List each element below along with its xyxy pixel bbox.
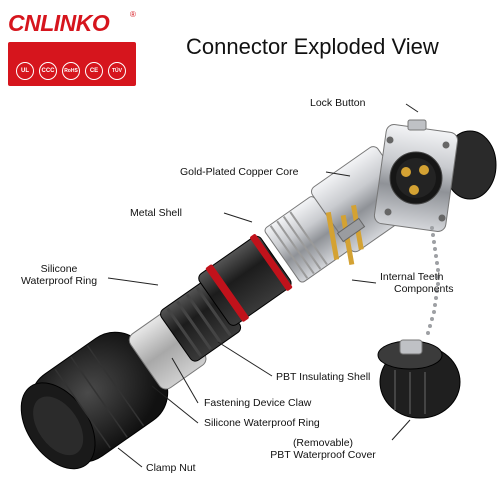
certification-bar: UL CCC RoHS CE TÜV [8,42,136,86]
callout-clamp-nut: Clamp Nut [146,462,196,474]
ccc-mark-icon: CCC [39,62,57,80]
ce-mark-icon: CE [85,62,103,80]
gold-plated-core [325,204,366,265]
leader-silicone-ring-top [107,277,159,286]
leader-pbt-shell [217,341,273,377]
leader-lock-button [405,103,419,113]
leader-lines [107,103,419,468]
leader-silicone-ring-bottom [151,385,199,424]
callout-silicone-top-line1: Silicone [40,263,78,275]
callout-gold-plated-copper-core: Gold-Plated Copper Core [180,166,299,178]
callout-silicone-waterproof-ring-top: Silicone Waterproof Ring [12,263,106,287]
leader-cover [391,419,411,441]
ul-mark-icon: UL [16,62,34,80]
brand-logo: CNLINKO ® UL CCC RoHS CE TÜV [8,10,140,86]
callout-lock-button: Lock Button [310,97,366,109]
brand-name: CNLINKO [8,10,110,36]
callout-metal-shell: Metal Shell [130,207,182,219]
callout-fastening-device-claw: Fastening Device Claw [204,397,312,409]
registered-mark: ® [130,10,136,19]
callout-pbt-insulating-shell: PBT Insulating Shell [276,371,371,383]
bead-chain [426,226,440,335]
callout-cover-line2: PBT Waterproof Cover [270,449,376,461]
rohs-mark-icon: RoHS [62,62,80,80]
tuv-mark-icon: TÜV [108,62,126,80]
callout-internal-teeth-line2: Components [394,283,454,295]
callout-removable-pbt-waterproof-cover: (Removable) PBT Waterproof Cover [258,437,388,461]
leader-clamp-nut [117,447,143,468]
callout-cover-line1: (Removable) [292,437,354,449]
waterproof-cover [377,339,461,419]
leader-fastening-claw [171,357,199,404]
leader-internal-teeth [351,279,377,284]
callout-internal-teeth-components: Internal Teeth Components [380,271,454,295]
pbt-insulating-shell [198,234,293,326]
leader-gold-core [325,171,351,177]
callout-silicone-top-line2: Waterproof Ring [20,275,98,287]
leader-metal-shell [223,212,253,223]
callout-internal-teeth-line1: Internal Teeth [380,271,444,283]
clamp-nut [20,331,169,470]
panel-receptacle [373,119,497,232]
page-title: Connector Exploded View [186,34,439,59]
callout-silicone-waterproof-ring-bottom: Silicone Waterproof Ring [204,417,320,429]
